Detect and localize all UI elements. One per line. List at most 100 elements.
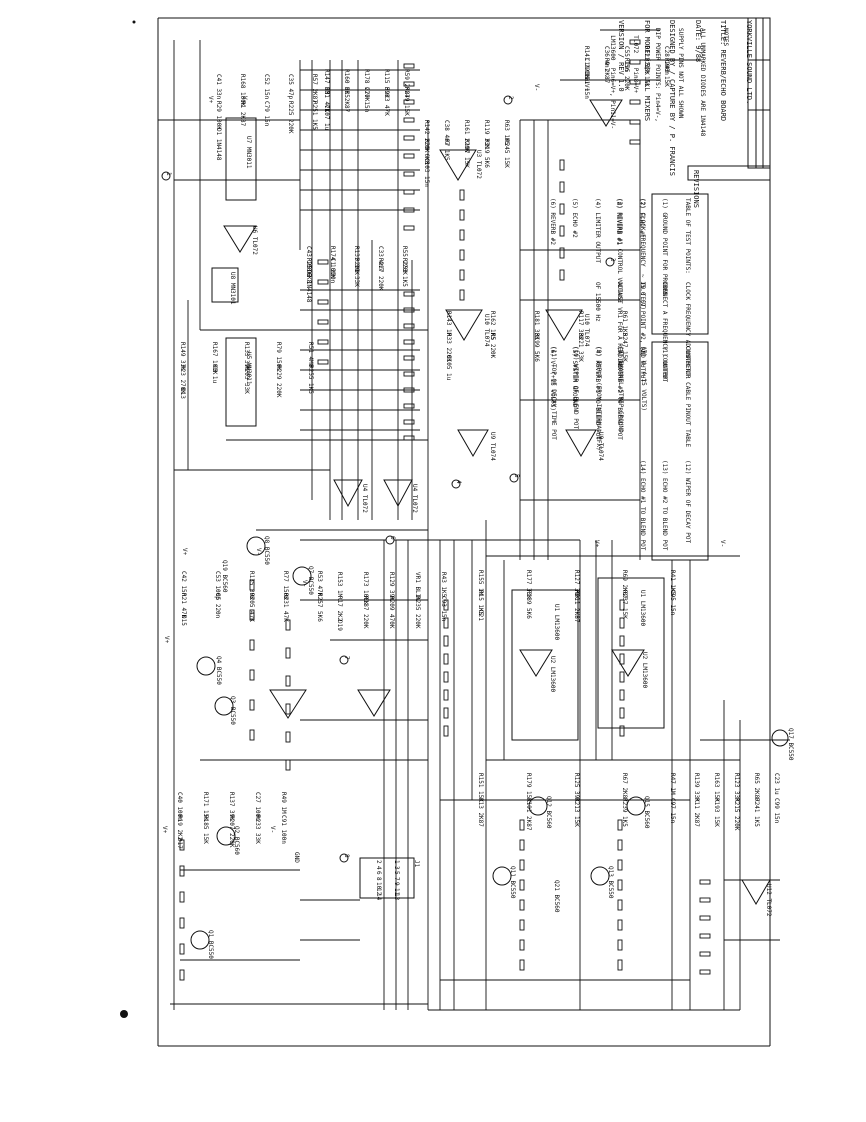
- transistor-label: Q7 BC550: [307, 566, 314, 595]
- component-body: [459, 229, 465, 241]
- component-label: R243 15K: [663, 58, 670, 87]
- component-body: [699, 897, 711, 903]
- component-body: [403, 189, 415, 195]
- component-body: [629, 99, 641, 105]
- connector-pin: 13: [393, 893, 400, 901]
- transistor-label: Q19 BC560: [221, 560, 228, 593]
- component-body: [403, 135, 415, 141]
- component-body: [443, 599, 449, 611]
- component-body: [249, 669, 255, 681]
- ic-u2-lm13600: [511, 577, 665, 741]
- pinout-row: (7) V- (-15 VOLTS): [640, 346, 647, 412]
- ic-label: U12 TL072: [765, 884, 772, 917]
- component-label: D21: [477, 610, 484, 621]
- component-label: C97 15n: [669, 798, 676, 824]
- component-label: R3 2K87: [343, 87, 350, 113]
- test-point-markers: [161, 95, 615, 863]
- transistor-symbols: [190, 536, 789, 950]
- component-body: [629, 39, 641, 45]
- connector-pin: 1: [393, 860, 400, 864]
- transistor-label: Q15 BC560: [643, 796, 650, 829]
- component-label: C52 15n: [263, 74, 270, 100]
- component-body: [559, 225, 565, 237]
- test-point-number: 8: [343, 854, 350, 858]
- supply-label: V+: [583, 84, 590, 92]
- component-body: [519, 819, 525, 831]
- component-label: R51 4M8: [307, 342, 314, 368]
- component-label: R209 470K: [388, 596, 395, 629]
- component-body: [559, 247, 565, 259]
- supply-label: V-: [241, 96, 248, 104]
- component-body: [559, 181, 565, 193]
- component-label: R231 47K: [282, 593, 289, 622]
- test-point-number: 3: [609, 258, 616, 262]
- component-label: R219 5K6: [483, 139, 490, 168]
- component-body: [619, 599, 625, 611]
- component-body: [459, 269, 465, 281]
- component-label: C95 15n: [669, 590, 676, 616]
- component-label: R203 33K: [243, 365, 250, 394]
- scan-speck: [132, 20, 136, 24]
- component-label: C93 15n: [440, 596, 447, 622]
- pinout-row: (11) TOP OF DECAY TIME POT: [550, 346, 557, 440]
- component-body: [179, 839, 185, 851]
- ic-label: U4 TL072: [361, 484, 368, 513]
- test-point-row: (5) ECHO #2: [571, 198, 579, 238]
- ic-label: U1 LM13600: [639, 590, 646, 627]
- connector-j1: [359, 857, 415, 899]
- transistor-label: Q12 BC560: [545, 796, 552, 829]
- component-label: R49 1M: [280, 792, 287, 814]
- component-body: [249, 579, 255, 591]
- component-body: [285, 759, 291, 771]
- component-label: R5 220K: [489, 333, 496, 359]
- connector-pin: 7: [393, 876, 400, 881]
- component-label: R201 33K: [353, 258, 360, 287]
- component-body: [249, 699, 255, 711]
- component-body: [617, 939, 623, 951]
- ic-label: U3 TL072: [475, 150, 482, 179]
- component-body: [285, 675, 291, 687]
- transistor-label: Q21 BC560: [553, 880, 560, 913]
- component-body: [285, 647, 291, 659]
- ic-label: U9 TL074: [597, 432, 604, 461]
- component-body: [699, 951, 711, 957]
- component-body: [519, 959, 525, 971]
- ic-label: U9 TL074: [489, 432, 496, 461]
- pinout-table-cont2: (12) WIPER OF DECAY POT (13) ECHO #2 TO …: [631, 460, 706, 550]
- supply-label: V+: [163, 636, 170, 644]
- component-body: [617, 879, 623, 891]
- component-body: [519, 879, 525, 891]
- component-body: [617, 899, 623, 911]
- notes-line: DIP POWER POINTS: Pin4=V-,: [654, 28, 662, 122]
- component-body: [317, 319, 329, 325]
- component-label: C99 15n: [773, 798, 780, 824]
- component-label: R213 15K: [573, 798, 580, 827]
- ic-label: U8 MN3101: [229, 272, 236, 305]
- component-body: [179, 891, 185, 903]
- transistor-label: Q3 BC550: [229, 696, 236, 725]
- component-body: [559, 159, 565, 171]
- component-label: C3 1u: [211, 365, 218, 384]
- component-body: [443, 707, 449, 719]
- component-label: R199 5K6: [533, 333, 540, 362]
- supply-label: V+: [181, 548, 188, 556]
- title-block-frame: [687, 17, 771, 181]
- test-point-number: 1: [165, 172, 172, 176]
- component-label: R47 1M: [669, 773, 676, 795]
- component-body: [619, 653, 625, 665]
- ic-label: U7 MN3011: [245, 136, 252, 169]
- component-label: R247 15K: [621, 333, 628, 362]
- component-body: [459, 289, 465, 301]
- component-label: R13 2K87: [477, 798, 484, 827]
- component-label: D3 1N4148: [305, 270, 312, 303]
- notes-line: ALL UNMARKED DIODES ARE 1N4148: [699, 28, 707, 137]
- connector-pin: 3: [393, 865, 400, 870]
- component-body: [443, 725, 449, 737]
- component-body: [317, 359, 329, 365]
- component-body: [317, 339, 329, 345]
- component-body: [317, 259, 329, 265]
- component-label: R229 220K: [275, 365, 282, 398]
- component-label: R251 1K5: [311, 101, 318, 130]
- component-body: [249, 609, 255, 621]
- component-label: R245 15K: [503, 139, 510, 168]
